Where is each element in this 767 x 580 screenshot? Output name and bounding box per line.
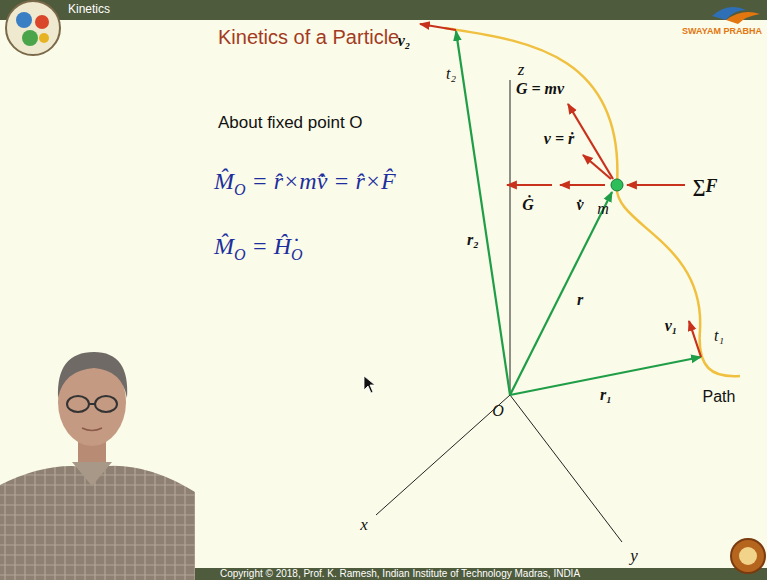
y-axis	[510, 395, 622, 542]
time-label: t₂	[446, 65, 456, 83]
momentum-vector	[568, 104, 613, 179]
equation-term: M̂	[214, 233, 234, 259]
equation-subscript: O	[291, 246, 303, 263]
slide-title: Kinetics of a Particle	[218, 26, 399, 49]
presenter	[67, 396, 89, 412]
vector-label: r₂	[467, 231, 479, 249]
vector-label: G = mv	[516, 80, 564, 98]
vector-label: v = ṙ	[544, 130, 574, 148]
velocity-vector	[583, 155, 611, 179]
presenter	[89, 403, 95, 405]
logo-text: SWAYAM PRABHA	[682, 26, 762, 36]
equation-subscript: O	[234, 181, 246, 198]
presenter	[95, 396, 117, 412]
equation-term: = Ĥ̇	[252, 233, 292, 259]
header-text: Kinetics	[68, 3, 110, 17]
presenter	[58, 352, 127, 398]
acceleration-vector	[560, 184, 605, 186]
vector-label: v̇	[576, 196, 583, 214]
institute-logo	[731, 539, 765, 573]
force-vector	[627, 184, 685, 186]
axis-label: z	[518, 60, 525, 80]
time-label: t₁	[714, 327, 724, 345]
channel-logo	[22, 30, 38, 46]
axis-label: y	[630, 546, 638, 566]
x-axis	[376, 395, 510, 515]
header-bar	[0, 0, 767, 20]
channel-logo	[16, 12, 32, 28]
vector-label: r	[577, 291, 583, 309]
origin-label: O	[492, 402, 504, 420]
presenter	[82, 428, 102, 431]
mouse-cursor	[364, 376, 375, 393]
equation: M̂O = r̂×mv̂̇ = r̂×F̂	[214, 166, 396, 200]
channel-logo	[6, 1, 60, 55]
particle	[611, 179, 623, 191]
particle-path	[445, 28, 740, 376]
position-vector	[510, 192, 612, 395]
equation: M̂O= Ĥ̇O	[214, 231, 303, 265]
equation-term: = r̂×mv̂̇ = r̂×F̂	[252, 168, 396, 194]
vector-label: ∑F	[693, 176, 718, 197]
vector-label: Ġ	[522, 196, 534, 214]
channel-logo	[39, 33, 49, 43]
equation-subscript: O	[234, 246, 246, 263]
presenter	[0, 466, 195, 580]
channel-logo	[35, 15, 49, 29]
copyright-text: Copyright © 2018, Prof. K. Ramesh, India…	[220, 568, 580, 580]
slide-text: About fixed point O	[218, 113, 363, 133]
vector-label: v₁	[665, 317, 678, 335]
path-label: Path	[703, 388, 736, 406]
vector-label: r₁	[600, 386, 612, 404]
velocity-vector	[420, 24, 456, 30]
mass-label: m	[597, 200, 609, 218]
momentum-rate-vector	[507, 184, 552, 186]
z-axis	[510, 80, 511, 395]
swayam-logo	[726, 12, 760, 24]
position-vector	[456, 31, 510, 395]
equation-term: M̂	[214, 168, 234, 194]
institute-logo	[739, 547, 757, 565]
velocity-vector	[689, 321, 701, 357]
axis-label: x	[360, 515, 368, 535]
vector-label: v₂	[398, 32, 411, 50]
presenter	[72, 462, 112, 486]
